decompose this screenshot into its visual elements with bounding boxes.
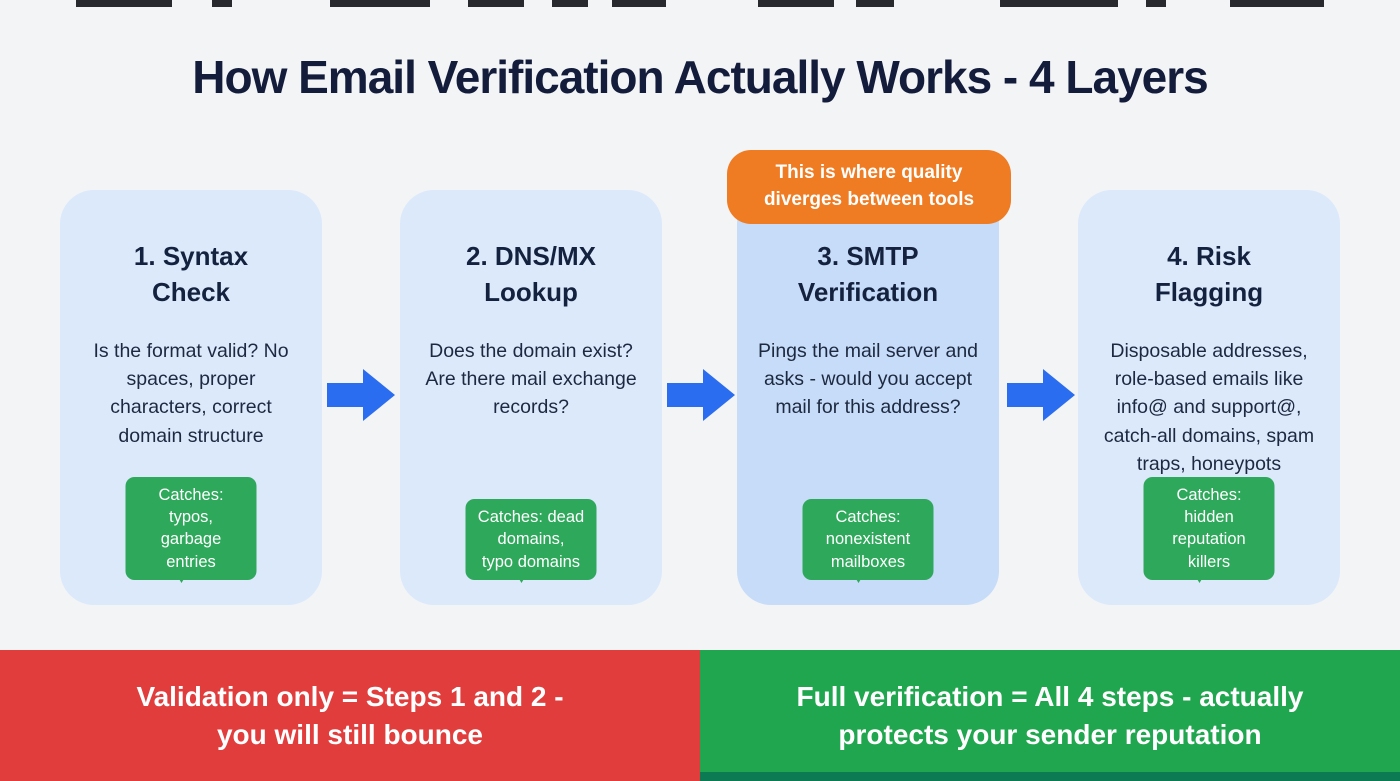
crop-artifact [552,0,588,7]
step-description: Is the format valid? No spaces, proper c… [93,339,289,447]
catches-badge: Catches: nonexistent mailboxes [802,499,934,583]
crop-artifact [1230,0,1324,7]
page-title: How Email Verification Actually Works - … [192,51,1208,103]
validation-only-note: Validation only = Steps 1 and 2 - you wi… [0,650,700,781]
step-card-smtp-verification: 3. SMTP Verification Pings the mail serv… [737,190,999,605]
step-description: Pings the mail server and asks - would y… [757,339,979,419]
flow-diagram: 1. Syntax Check Is the format valid? No … [60,190,1340,605]
crop-artifact [330,0,430,7]
step-card-dns-mx-lookup: 2. DNS/MX Lookup Does the domain exist? … [400,190,662,605]
crop-artifact [856,0,894,7]
step-heading: 2. DNS/MX Lookup [465,241,597,308]
step-card-syntax-check: 1. Syntax Check Is the format valid? No … [60,190,322,605]
step-description: Disposable addresses, role-based emails … [1103,339,1315,475]
flow-arrow-icon [1007,367,1075,423]
crop-artifact [212,0,232,7]
crop-artifact [76,0,172,7]
catches-badge: Catches: typos, garbage entries [125,476,257,584]
catches-badge: Catches: dead domains, typo domains [465,499,597,583]
flow-arrow-icon [667,367,735,423]
quality-divergence-callout: This is where quality diverges between t… [727,150,1011,224]
crop-artifact [758,0,834,7]
full-verification-note: Full verification = All 4 steps - actual… [700,650,1400,781]
step-heading: 3. SMTP Verification [797,241,939,308]
step-description: Does the domain exist? Are there mail ex… [425,339,637,419]
crop-artifact [1000,0,1118,7]
step-card-risk-flagging: 4. Risk Flagging Disposable addresses, r… [1078,190,1340,605]
crop-artifact [612,0,666,7]
crop-artifact [468,0,524,7]
catches-badge: Catches: hidden reputation killers [1143,476,1275,584]
step-heading: 4. Risk Flagging [1154,241,1264,308]
flow-arrow-icon [327,367,395,423]
crop-artifact [1146,0,1166,7]
step-heading: 1. Syntax Check [133,241,249,308]
comparison-footer: Validation only = Steps 1 and 2 - you wi… [0,650,1400,781]
